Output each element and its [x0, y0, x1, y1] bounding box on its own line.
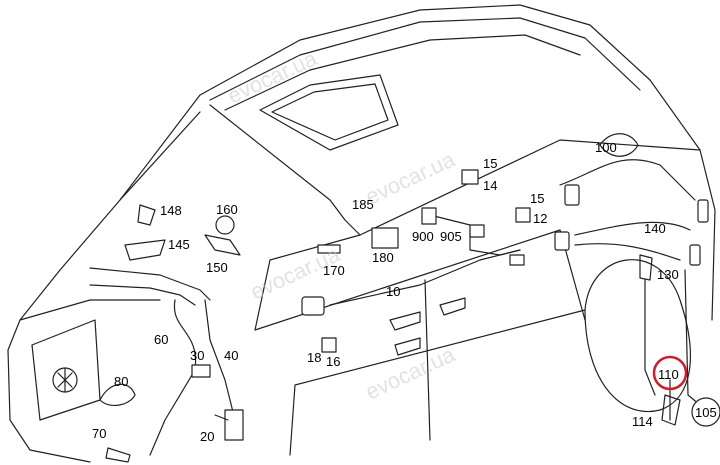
- part-label-16[interactable]: 16: [326, 354, 340, 369]
- part-label-114[interactable]: 114: [632, 414, 653, 429]
- part-label-14[interactable]: 14: [483, 178, 497, 193]
- watermark: evocar.ua: [362, 146, 460, 209]
- part-label-30[interactable]: 30: [190, 348, 204, 363]
- part-label-900[interactable]: 900: [412, 229, 434, 244]
- callout-circle: [691, 397, 720, 427]
- part-label-140[interactable]: 140: [644, 221, 666, 236]
- part-label-15[interactable]: 15: [483, 156, 497, 171]
- part-label-180[interactable]: 180: [372, 250, 394, 265]
- part-label-150[interactable]: 150: [206, 260, 228, 275]
- part-label-10[interactable]: 10: [386, 284, 400, 299]
- part-label-145[interactable]: 145: [168, 237, 190, 252]
- van-body-outline: [7, 4, 716, 463]
- door-handles: [389, 297, 466, 356]
- front-grille: [31, 319, 101, 421]
- part-label-80[interactable]: 80: [114, 374, 128, 389]
- part-label-70[interactable]: 70: [92, 426, 106, 441]
- part-label-160[interactable]: 160: [216, 202, 238, 217]
- part-labels: 100 15 14 185 15 12 148 160 145 150 900 …: [92, 140, 717, 444]
- part-label-170[interactable]: 170: [323, 263, 345, 278]
- part-label-12[interactable]: 12: [533, 211, 547, 226]
- part-label-40[interactable]: 40: [224, 348, 238, 363]
- part-label-905[interactable]: 905: [440, 229, 462, 244]
- part-label-130[interactable]: 130: [657, 267, 679, 282]
- part-label-110[interactable]: 110: [658, 367, 679, 382]
- part-label-20[interactable]: 20: [200, 429, 214, 444]
- part-label-18[interactable]: 18: [307, 350, 321, 365]
- part-label-185[interactable]: 185: [352, 197, 374, 212]
- watermark-group: evocar.ua evocar.ua evocar.ua evocar.ua: [224, 45, 460, 404]
- part-label-100[interactable]: 100: [595, 140, 617, 155]
- highlight-circle: [652, 355, 688, 391]
- rear-wheel: [584, 259, 691, 413]
- part-label-15[interactable]: 15: [530, 191, 544, 206]
- part-label-60[interactable]: 60: [154, 332, 168, 347]
- part-components: [99, 133, 709, 463]
- part-label-105[interactable]: 105: [695, 405, 717, 420]
- part-label-148[interactable]: 148: [160, 203, 182, 218]
- sunroof: [259, 74, 399, 151]
